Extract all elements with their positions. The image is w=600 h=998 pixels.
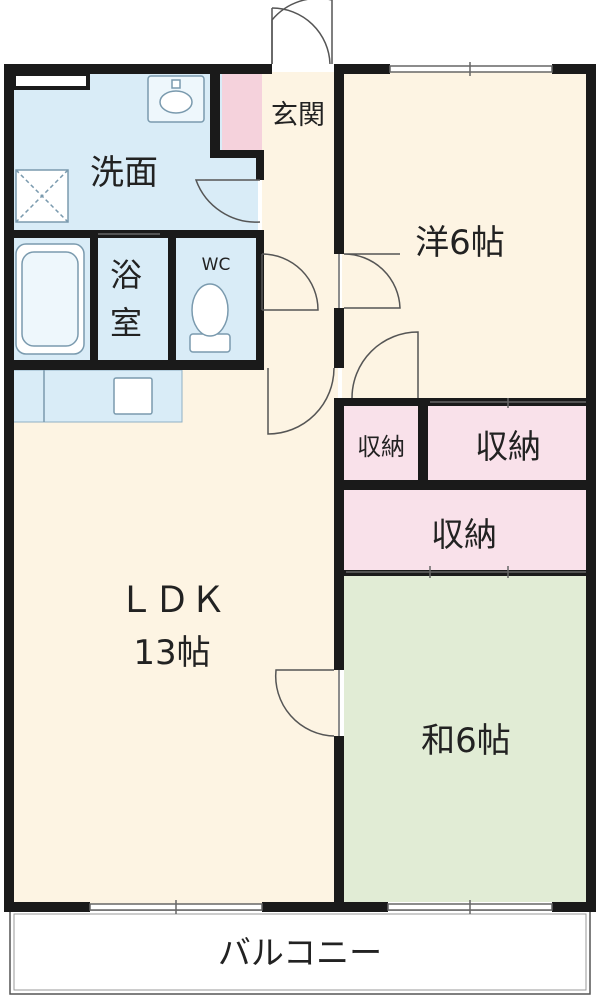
walls — [4, 64, 596, 912]
western-floor — [342, 72, 588, 400]
wall-washroom-step — [210, 150, 260, 158]
label-balcony: バルコニー — [218, 933, 382, 972]
wall-bath-wc — [168, 230, 176, 364]
toilet-bowl — [191, 283, 229, 337]
storage-long-floor — [344, 490, 586, 572]
wall-outer-left — [4, 64, 14, 912]
storage-right-floor — [428, 404, 586, 480]
door-wc — [261, 253, 319, 311]
entrance-tile — [222, 72, 262, 150]
doors — [194, 0, 419, 737]
label-storage-right: 収納 — [475, 427, 541, 466]
label-washroom: 洗面 — [90, 153, 158, 193]
wall-spine-bottom — [334, 736, 344, 912]
label-storage-small: 収納 — [357, 433, 405, 461]
wall-outer-top-far — [552, 64, 596, 74]
door-ldk — [267, 367, 335, 435]
windows — [89, 62, 586, 914]
window-western-top — [389, 65, 553, 73]
wall-storage-divider — [418, 398, 428, 488]
label-japanese: 和6帖 — [421, 721, 511, 761]
label-bath-1: 浴 — [110, 256, 142, 294]
wall-outer-bottom-c — [552, 902, 596, 912]
wall-washroom-top — [210, 74, 220, 158]
label-wc: WC — [202, 255, 231, 275]
label-ldk-name: ＬＤＫ — [118, 580, 226, 621]
room-labels: 洗面 浴 室 WC 玄関 洋6帖 収納 収納 収納 ＬＤＫ 13帖 和6帖 バル… — [90, 100, 541, 972]
label-bath-2: 室 — [110, 304, 142, 342]
door-tatami — [274, 669, 335, 737]
kitchen-counter — [11, 369, 183, 423]
label-storage-long: 収納 — [431, 515, 497, 554]
door-western-lower — [351, 331, 419, 399]
wall-outer-right — [586, 64, 596, 912]
door-front — [271, 0, 333, 64]
wall-storage-mid — [344, 480, 590, 490]
storage-small-floor — [344, 404, 418, 480]
label-entrance: 玄関 — [271, 100, 325, 131]
label-western: 洋6帖 — [415, 223, 505, 263]
wall-spine-upper — [334, 64, 344, 254]
wall-outer-bottom-a — [4, 902, 90, 912]
balcony — [9, 909, 591, 995]
door-washroom — [194, 179, 261, 223]
entrance-floor — [262, 72, 338, 150]
wall-bath-inner — [90, 236, 98, 360]
wall-spine-lower — [334, 398, 344, 670]
wall-wet-right — [256, 230, 264, 366]
ldk-floor — [10, 366, 338, 906]
fixtures — [15, 75, 231, 422]
vent-block — [12, 72, 90, 90]
wall-outer-top-right — [336, 64, 390, 74]
wall-storage-bottom — [344, 570, 590, 576]
wall-washroom-right — [256, 150, 264, 180]
corridor-floor — [262, 150, 338, 370]
wall-outer-bottom-b — [262, 902, 388, 912]
door-western — [343, 253, 401, 309]
wall-outer-top-left — [4, 64, 272, 74]
wall-spine-mid — [334, 308, 344, 368]
tatami-floor — [344, 574, 586, 902]
wall-wet-bottom — [10, 360, 264, 370]
kitchen-sink — [113, 377, 153, 415]
label-ldk-size: 13帖 — [133, 633, 210, 673]
